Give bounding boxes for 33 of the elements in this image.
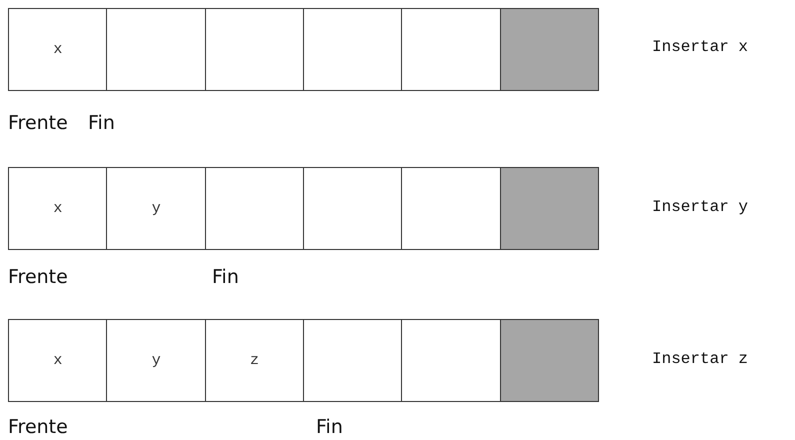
array-cell (106, 319, 206, 402)
pointer-label: Frente (8, 112, 68, 134)
shaded-array-cell (500, 319, 600, 402)
cell-value: x (53, 352, 62, 369)
array-cell (106, 167, 206, 250)
operation-label: Insertar z (652, 350, 748, 368)
array-cell (302, 319, 403, 402)
cell-value: y (152, 200, 161, 217)
pointer-label: Fin (316, 416, 343, 438)
array-cell (401, 319, 501, 402)
operation-label: Insertar x (652, 38, 748, 56)
array-cell (106, 8, 206, 91)
shaded-array-cell (500, 167, 600, 250)
array-cell (204, 8, 304, 91)
array-cell (401, 167, 501, 250)
shaded-array-cell (500, 8, 600, 91)
array-cell (401, 8, 501, 91)
array-cell (8, 8, 108, 91)
cell-value: x (53, 41, 62, 58)
cell-value: x (53, 200, 62, 217)
pointer-label: Fin (88, 112, 115, 134)
pointer-label: Frente (8, 266, 68, 288)
array-cell (8, 319, 108, 402)
pointer-label: Frente (8, 416, 68, 438)
array-cell (302, 8, 403, 91)
array-cell (302, 167, 403, 250)
array-cell (8, 167, 108, 250)
pointer-label: Fin (212, 266, 239, 288)
cell-value: z (250, 352, 259, 369)
array-cell (204, 319, 304, 402)
operation-label: Insertar y (652, 198, 748, 216)
array-cell (204, 167, 304, 250)
cell-value: y (152, 352, 161, 369)
